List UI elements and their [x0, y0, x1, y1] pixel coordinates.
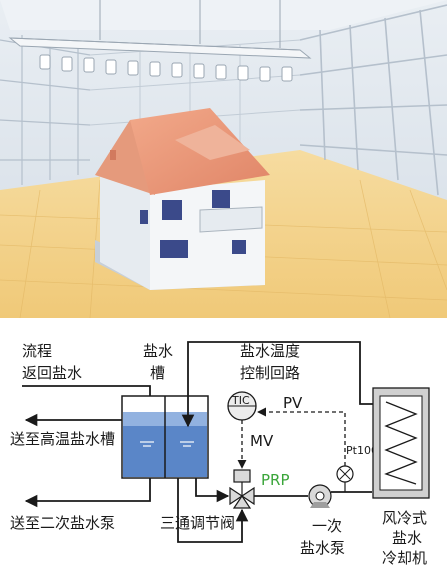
three-way-valve	[229, 469, 255, 509]
control-loop-label: 盐水温度	[240, 342, 300, 360]
ceiling	[0, 0, 447, 30]
tic-controller: TIC	[227, 391, 257, 421]
to-secondary-pump-label: 送至二次盐水泵	[10, 514, 115, 532]
chimney	[110, 150, 116, 160]
return-brine-label: 返回盐水	[22, 364, 82, 382]
chiller-label: 盐水	[392, 529, 422, 547]
right-window-grid	[299, 4, 447, 196]
brine-tank	[121, 395, 209, 479]
brine-cooling-process-diagram: 流程 返回盐水 盐水 槽 盐水温度 控制回路 送至高温盐水槽 送至二次盐水泵 三…	[10, 341, 430, 565]
primary-pump-label: 盐水泵	[300, 539, 345, 557]
valve-actuator	[233, 469, 251, 483]
balcony	[199, 206, 263, 233]
house	[95, 108, 270, 290]
house-window	[212, 190, 230, 208]
pt100-sensor	[336, 465, 354, 492]
chiller-coil	[384, 401, 418, 485]
pt100-label: Pt100	[346, 444, 378, 457]
house-window	[160, 240, 188, 258]
primary-pump	[308, 484, 332, 508]
to-high-temp-tank-label: 送至高温盐水槽	[10, 430, 115, 448]
air-cooled-chiller	[372, 387, 430, 499]
bypass-line	[177, 478, 249, 543]
ceiling-lights	[8, 0, 312, 82]
floor-tiles	[0, 179, 447, 318]
return-brine-label: 流程	[22, 342, 52, 360]
pv-label: PV	[283, 394, 303, 412]
house-window	[140, 210, 148, 224]
three-way-valve-label: 三通调节阀	[160, 514, 235, 532]
chiller-return-line	[181, 341, 373, 428]
brine-tank-label: 槽	[150, 364, 165, 382]
primary-pump-label: 一次	[312, 517, 342, 535]
tic-label: TIC	[231, 394, 250, 407]
to-secondary-pump-line	[24, 478, 151, 508]
house-window	[162, 200, 182, 220]
house-window	[232, 240, 246, 254]
prp-label: PRP	[261, 471, 290, 489]
mv-label: MV	[250, 432, 274, 450]
chiller-label: 风冷式	[382, 509, 427, 527]
pv-signal-line	[257, 407, 346, 466]
control-loop-label: 控制回路	[240, 364, 300, 382]
brine-tank-label: 盐水	[143, 342, 173, 360]
tank-to-valve-line	[195, 478, 230, 503]
chiller-label: 冷却机	[382, 549, 427, 565]
greenhouse-house-illustration	[0, 0, 447, 318]
